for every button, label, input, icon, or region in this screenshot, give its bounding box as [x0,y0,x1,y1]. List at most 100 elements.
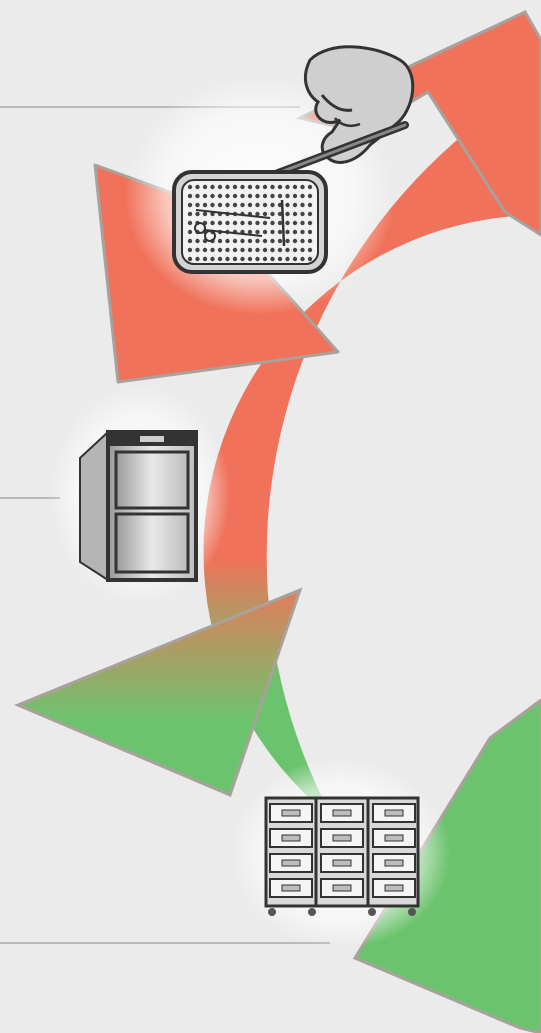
tray-hole [308,239,312,243]
tray-hole [188,194,192,198]
tray-hole [263,239,267,243]
tray-hole [300,230,304,234]
tray-hole [285,230,289,234]
tray-hole [203,212,207,216]
tray-hole [225,239,229,243]
tray-hole [248,248,252,252]
tray-hole [270,203,274,207]
tray-hole [263,230,267,234]
tray-hole [270,248,274,252]
tray-hole [248,257,252,261]
tray-hole [308,185,312,189]
rack-bin-handle [385,810,403,816]
tray-hole [285,212,289,216]
tray-hole [210,221,214,225]
tray-hole [195,248,199,252]
arrow-middle-left [18,590,300,795]
tray-hole [300,212,304,216]
tray-hole [308,212,312,216]
tray-hole [293,230,297,234]
tray-hole [263,194,267,198]
tray-hole [195,212,199,216]
tray-hole [278,230,282,234]
tray-hole [255,185,259,189]
tray-hole [293,212,297,216]
tray-hole [248,230,252,234]
tray-hole [240,185,244,189]
tray-hole [263,248,267,252]
storage-rack-icon [266,798,418,916]
tray-hole [225,221,229,225]
tray-hole [293,221,297,225]
tray-hole [248,239,252,243]
tray-hole [195,203,199,207]
tray-hole [285,221,289,225]
tray-hole [255,221,259,225]
tray-hole [270,221,274,225]
tray-hole [195,239,199,243]
tray-hole [240,257,244,261]
tray-hole [233,257,237,261]
tray-hole [293,248,297,252]
tray-hole [300,194,304,198]
tray-hole [285,194,289,198]
tray-hole [218,194,222,198]
tray-hole [263,203,267,207]
tray-hole [270,212,274,216]
tray-hole [293,185,297,189]
tray-hole [263,185,267,189]
tray-hole [195,194,199,198]
tray-hole [218,248,222,252]
tray-hole [195,185,199,189]
tray-hole [248,221,252,225]
tray-hole [255,239,259,243]
rack-bin-handle [385,835,403,841]
rack-bin-handle [333,860,351,866]
tray-hole [188,257,192,261]
tray-hole [218,221,222,225]
tray-hole [188,230,192,234]
tray-hole [225,203,229,207]
tray-hole [248,203,252,207]
tray-hole [278,239,282,243]
rack-bin-handle [282,835,300,841]
tray-hole [218,203,222,207]
instrument-tray-icon [174,172,326,272]
tray-hole [285,185,289,189]
tray-hole [210,185,214,189]
tray-hole [240,239,244,243]
tray-hole [293,194,297,198]
tray-hole [255,248,259,252]
tray-hole [203,257,207,261]
tray-hole [210,203,214,207]
tray-hole [270,230,274,234]
tray-hole [270,185,274,189]
tray-hole [203,194,207,198]
tray-hole [263,221,267,225]
tray-hole [188,248,192,252]
tray-hole [278,221,282,225]
rack-bin-handle [333,835,351,841]
tray-hole [270,194,274,198]
tray-hole [233,221,237,225]
tray-hole [270,239,274,243]
tray-hole [300,221,304,225]
tray-hole [285,248,289,252]
tray-hole [255,203,259,207]
tray-hole [278,185,282,189]
tray-hole [300,239,304,243]
rack-bin-handle [333,810,351,816]
tray-hole [240,248,244,252]
tray-hole [225,248,229,252]
tray-hole [225,257,229,261]
tray-hole [263,212,267,216]
tray-hole [293,257,297,261]
tray-hole [300,185,304,189]
tray-hole [308,257,312,261]
tray-hole [293,239,297,243]
tray-hole [263,257,267,261]
tray-hole [218,239,222,243]
tray-hole [188,185,192,189]
tray-hole [255,230,259,234]
tray-hole [248,185,252,189]
